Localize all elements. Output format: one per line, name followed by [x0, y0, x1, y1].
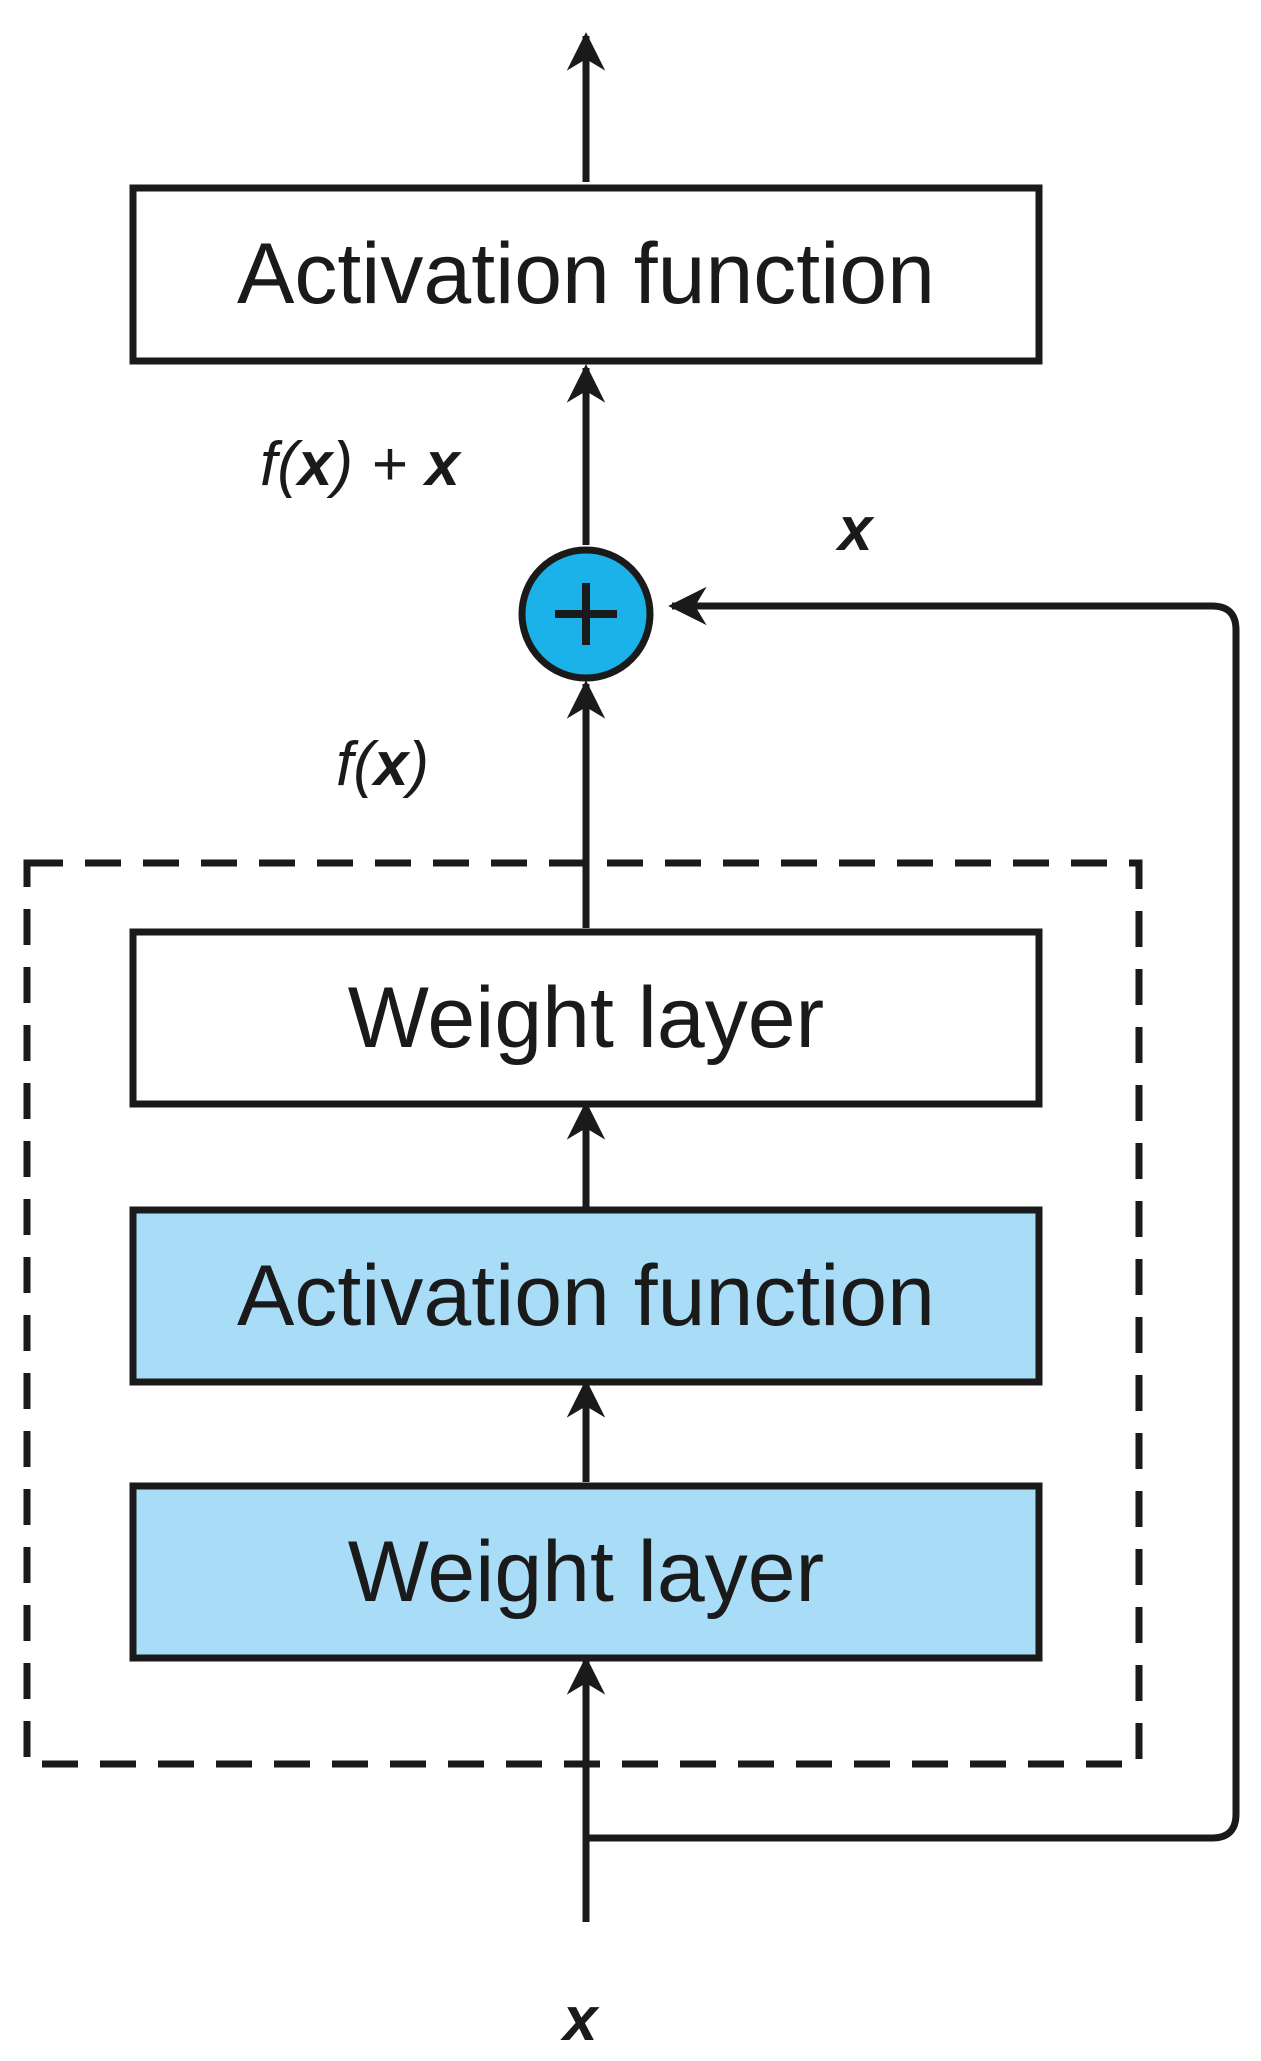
activation-inner-label: Activation function	[237, 1248, 935, 1344]
top-activation-label: Activation function	[237, 226, 935, 322]
top-activation-box: Activation function	[129, 184, 1043, 365]
add-node	[518, 546, 654, 682]
weight-layer-box-lower: Weight layer	[129, 1482, 1043, 1662]
weight-layer-upper-label: Weight layer	[348, 970, 824, 1066]
sum-label: f(x)+x	[260, 430, 462, 499]
activation-box-inner: Activation function	[129, 1206, 1043, 1386]
skip-x-label: x	[835, 495, 875, 564]
skip-connection-arrow	[586, 586, 1240, 1842]
residual-fx-label: f(x)	[336, 730, 429, 799]
weight-layer-box-upper: Weight layer	[129, 928, 1043, 1108]
input-x-label: x	[560, 1985, 600, 2054]
weight-layer-lower-label: Weight layer	[348, 1524, 824, 1620]
